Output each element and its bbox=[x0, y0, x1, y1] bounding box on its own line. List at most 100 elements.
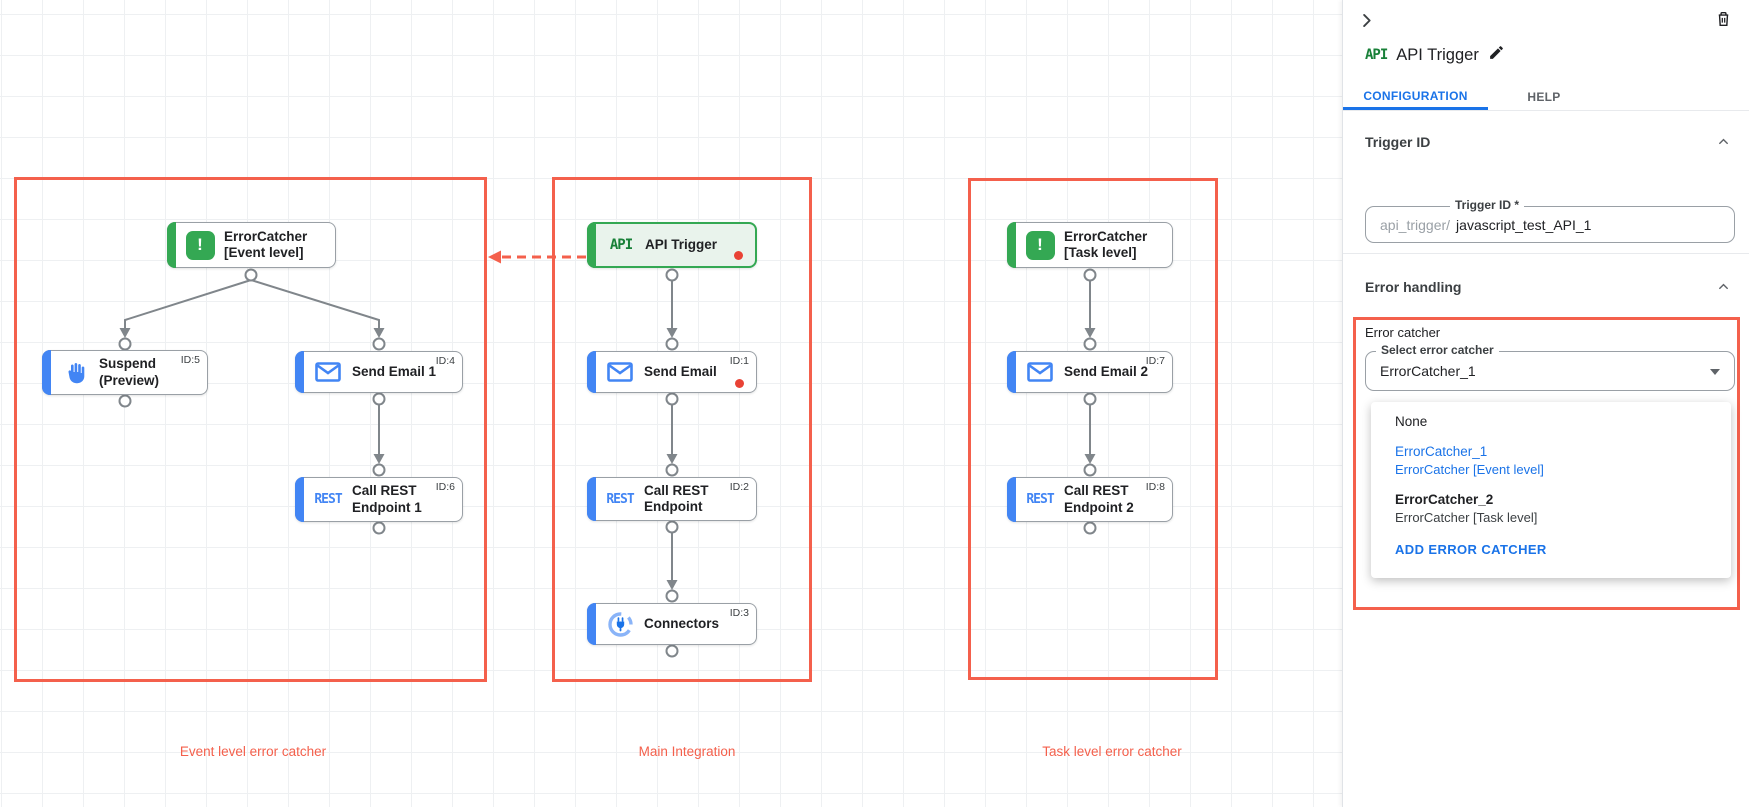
integration-canvas[interactable]: ! ErrorCatcher[Event level] ID:5 Suspend… bbox=[0, 0, 1342, 807]
section-divider bbox=[1343, 253, 1749, 254]
rest-icon: REST bbox=[314, 492, 342, 507]
node-id-label: ID:4 bbox=[435, 355, 455, 367]
error-catcher-select[interactable]: Select error catcher ErrorCatcher_1 bbox=[1365, 343, 1735, 391]
error-catcher-label: Error catcher bbox=[1365, 325, 1441, 340]
node-send-email-2[interactable]: ID:7 Send Email 2 bbox=[1007, 351, 1173, 393]
node-label: API Trigger bbox=[645, 236, 718, 252]
arrowhead-icon bbox=[666, 454, 678, 464]
port[interactable] bbox=[665, 268, 679, 282]
add-error-catcher-button[interactable]: ADD ERROR CATCHER bbox=[1395, 542, 1547, 557]
error-catcher-icon: ! bbox=[1018, 230, 1062, 260]
node-suspend-preview[interactable]: ID:5 Suspend(Preview) bbox=[42, 350, 208, 395]
trigger-id-value: javascript_test_API_1 bbox=[1456, 216, 1592, 233]
node-connectors[interactable]: ID:3 Connectors bbox=[587, 603, 757, 645]
arrowhead-icon bbox=[488, 250, 501, 264]
connector-icon bbox=[598, 611, 642, 638]
node-label: Connectors bbox=[644, 615, 720, 631]
email-icon bbox=[1018, 362, 1062, 382]
dropdown-option-none[interactable]: None bbox=[1395, 414, 1428, 429]
rest-icon: REST bbox=[606, 491, 634, 507]
panel-tabs: CONFIGURATION HELP bbox=[1343, 84, 1749, 111]
select-label: Select error catcher bbox=[1376, 343, 1499, 357]
node-accent-bar bbox=[1007, 477, 1016, 522]
port[interactable] bbox=[665, 644, 679, 658]
node-id-label: ID:6 bbox=[435, 481, 455, 493]
node-send-email-1[interactable]: ID:4 Send Email 1 bbox=[295, 351, 463, 393]
node-id-label: ID:8 bbox=[1145, 481, 1165, 493]
arrowhead-icon bbox=[373, 454, 385, 464]
pencil-icon[interactable] bbox=[1488, 44, 1505, 66]
node-label: Send Email bbox=[644, 363, 717, 379]
email-icon bbox=[598, 362, 642, 382]
node-error-catcher-task-level[interactable]: ! ErrorCatcher[Task level] bbox=[1007, 222, 1173, 268]
error-indicator-dot bbox=[734, 251, 743, 260]
node-api-trigger[interactable]: API API Trigger bbox=[587, 222, 757, 268]
collapse-panel-icon[interactable] bbox=[1357, 11, 1376, 35]
node-id-label: ID:3 bbox=[729, 607, 749, 619]
port[interactable] bbox=[372, 392, 386, 406]
port[interactable] bbox=[665, 589, 679, 603]
chevron-up-icon[interactable] bbox=[1716, 279, 1731, 299]
tab-help[interactable]: HELP bbox=[1527, 90, 1561, 104]
node-accent-bar bbox=[587, 351, 596, 393]
node-label: Send Email 2 bbox=[1064, 363, 1149, 379]
node-accent-bar bbox=[587, 222, 596, 268]
port[interactable] bbox=[118, 394, 132, 408]
node-accent-bar bbox=[295, 351, 304, 393]
group-caption-task-level: Task level error catcher bbox=[1042, 744, 1182, 759]
port[interactable] bbox=[665, 392, 679, 406]
port[interactable] bbox=[665, 520, 679, 534]
node-accent-bar bbox=[1007, 351, 1016, 393]
api-icon: API bbox=[609, 237, 633, 253]
port[interactable] bbox=[1083, 392, 1097, 406]
port[interactable] bbox=[372, 521, 386, 535]
node-id-label: ID:7 bbox=[1145, 355, 1165, 367]
node-accent-bar bbox=[1007, 222, 1016, 268]
arrowhead-icon bbox=[1084, 454, 1096, 464]
section-heading-error-handling: Error handling bbox=[1365, 279, 1462, 295]
arrowhead-icon bbox=[666, 328, 678, 338]
edge-connector bbox=[250, 279, 380, 329]
port[interactable] bbox=[118, 337, 132, 351]
group-box-main-integration bbox=[552, 177, 812, 682]
port[interactable] bbox=[1083, 337, 1097, 351]
port[interactable] bbox=[372, 463, 386, 477]
rest-icon: REST bbox=[1026, 492, 1054, 507]
chevron-up-icon[interactable] bbox=[1716, 134, 1731, 154]
port[interactable] bbox=[244, 268, 258, 282]
trigger-id-prefix: api_trigger/ bbox=[1380, 216, 1451, 233]
section-heading-trigger-id: Trigger ID bbox=[1365, 134, 1431, 150]
node-error-catcher-event-level[interactable]: ! ErrorCatcher[Event level] bbox=[167, 222, 336, 268]
dropdown-option-errorcatcher-1[interactable]: ErrorCatcher_1 ErrorCatcher [Event level… bbox=[1395, 444, 1544, 477]
tab-configuration[interactable]: CONFIGURATION bbox=[1343, 84, 1488, 110]
node-id-label: ID:2 bbox=[729, 481, 749, 493]
node-accent-bar bbox=[587, 603, 596, 645]
api-badge-icon: API bbox=[1365, 47, 1388, 63]
port[interactable] bbox=[372, 337, 386, 351]
error-catcher-dropdown-menu: None ErrorCatcher_1 ErrorCatcher [Event … bbox=[1371, 402, 1731, 578]
dropdown-option-errorcatcher-2[interactable]: ErrorCatcher_2 ErrorCatcher [Task level] bbox=[1395, 492, 1538, 525]
trigger-id-input[interactable]: Trigger ID * api_trigger/ javascript_tes… bbox=[1365, 198, 1735, 243]
edges-layer bbox=[118, 250, 1097, 658]
port[interactable] bbox=[665, 337, 679, 351]
group-box-task-level bbox=[968, 178, 1218, 680]
node-send-email[interactable]: ID:1 Send Email bbox=[587, 351, 757, 393]
node-accent-bar bbox=[42, 350, 51, 395]
node-id-label: ID:1 bbox=[729, 355, 749, 367]
trash-icon[interactable] bbox=[1714, 9, 1733, 34]
node-label: ErrorCatcher[Task level] bbox=[1064, 228, 1148, 260]
node-accent-bar bbox=[295, 477, 304, 522]
chevron-down-icon bbox=[1710, 369, 1720, 375]
port[interactable] bbox=[1083, 268, 1097, 282]
group-caption-main-integration: Main Integration bbox=[638, 744, 736, 759]
port[interactable] bbox=[1083, 521, 1097, 535]
config-panel: API API Trigger CONFIGURATION HELP Trigg… bbox=[1342, 0, 1749, 807]
port[interactable] bbox=[665, 463, 679, 477]
port[interactable] bbox=[1083, 463, 1097, 477]
